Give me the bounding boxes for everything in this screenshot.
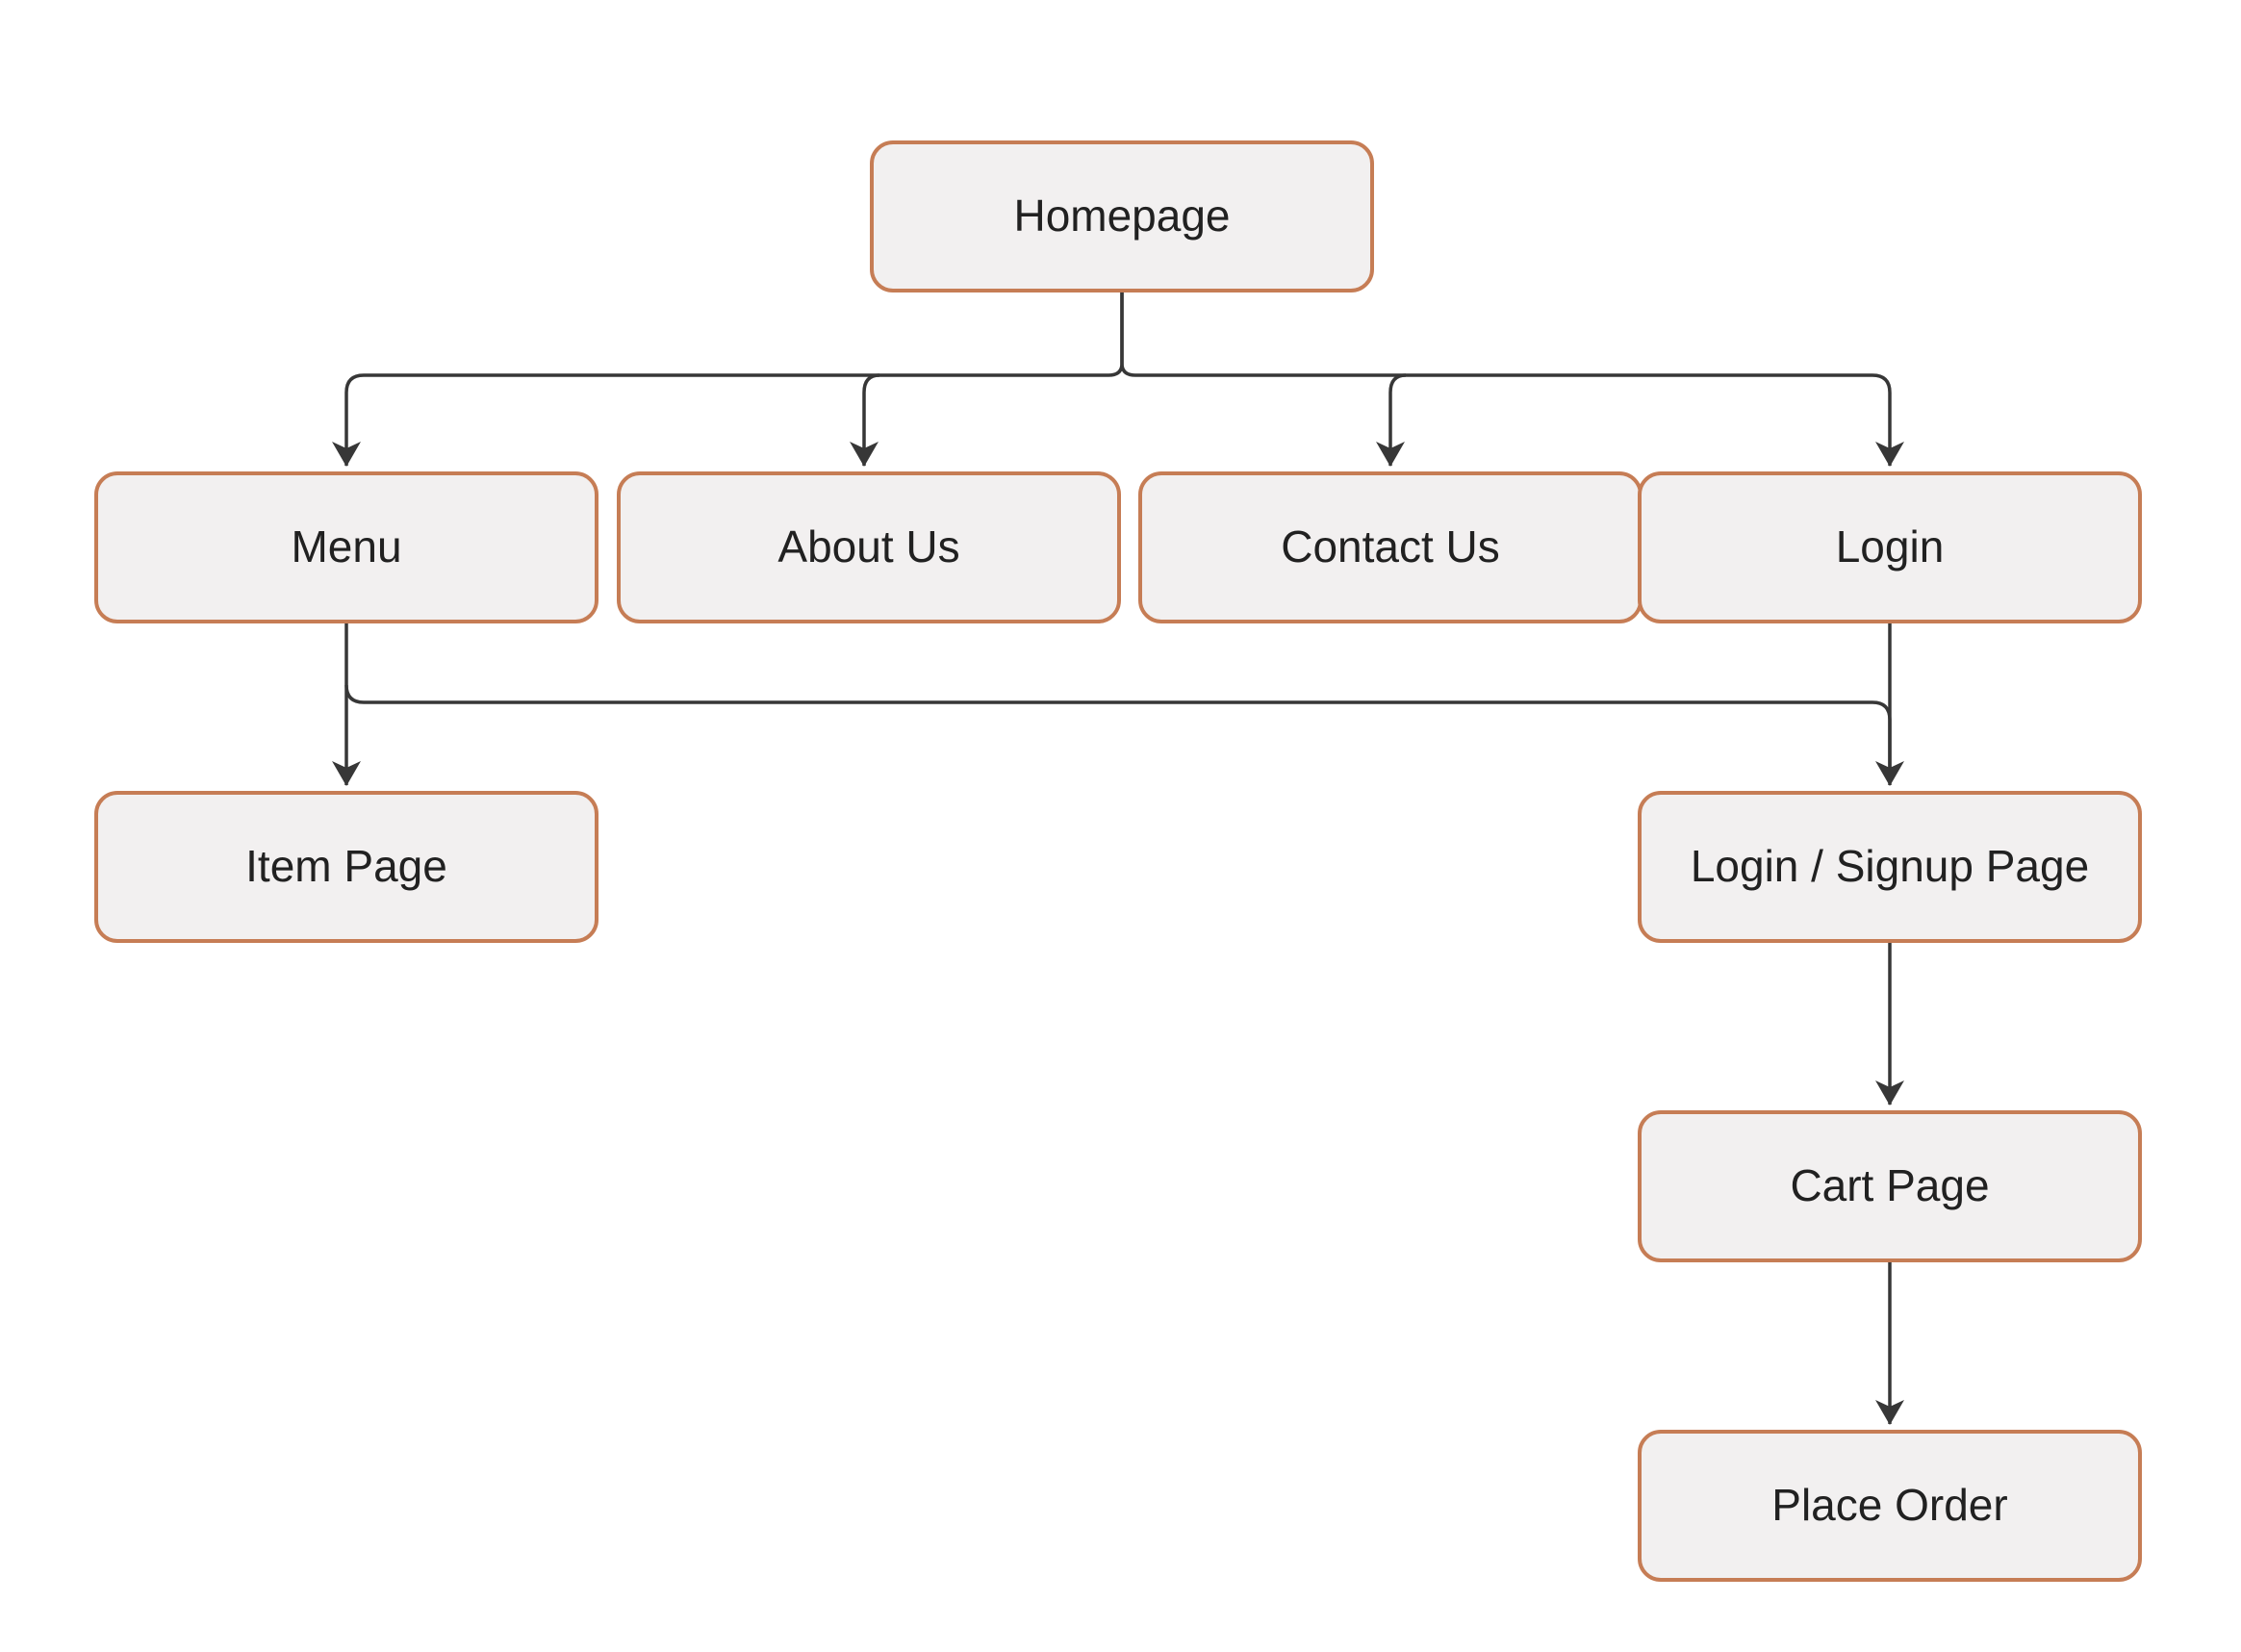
- connector-homepage-about-us: [850, 373, 880, 467]
- node-item-page-label: Item Page: [245, 841, 447, 892]
- node-cart-page-label: Cart Page: [1790, 1160, 1990, 1211]
- node-contact-us: Contact Us: [1138, 471, 1643, 623]
- node-homepage-label: Homepage: [1013, 191, 1231, 241]
- node-login-label: Login: [1835, 521, 1945, 572]
- node-menu: Menu: [94, 471, 598, 623]
- node-item-page: Item Page: [94, 791, 598, 943]
- node-login-signup-page: Login / Signup Page: [1638, 791, 2142, 943]
- node-place-order-label: Place Order: [1771, 1480, 2008, 1531]
- node-contact-us-label: Contact Us: [1281, 521, 1500, 572]
- node-login-signup-page-label: Login / Signup Page: [1690, 841, 2090, 892]
- node-cart-page: Cart Page: [1638, 1110, 2142, 1262]
- connector-menu-login-signup: [344, 684, 1892, 770]
- node-homepage: Homepage: [870, 140, 1374, 292]
- connector-homepage-login: [1120, 292, 1904, 467]
- node-menu-label: Menu: [291, 521, 402, 572]
- connector-homepage-menu: [332, 292, 1124, 467]
- node-about-us-label: About Us: [777, 521, 960, 572]
- node-about-us: About Us: [617, 471, 1121, 623]
- node-login: Login: [1638, 471, 2142, 623]
- connector-homepage-contact-us: [1376, 373, 1407, 467]
- node-place-order: Place Order: [1638, 1430, 2142, 1582]
